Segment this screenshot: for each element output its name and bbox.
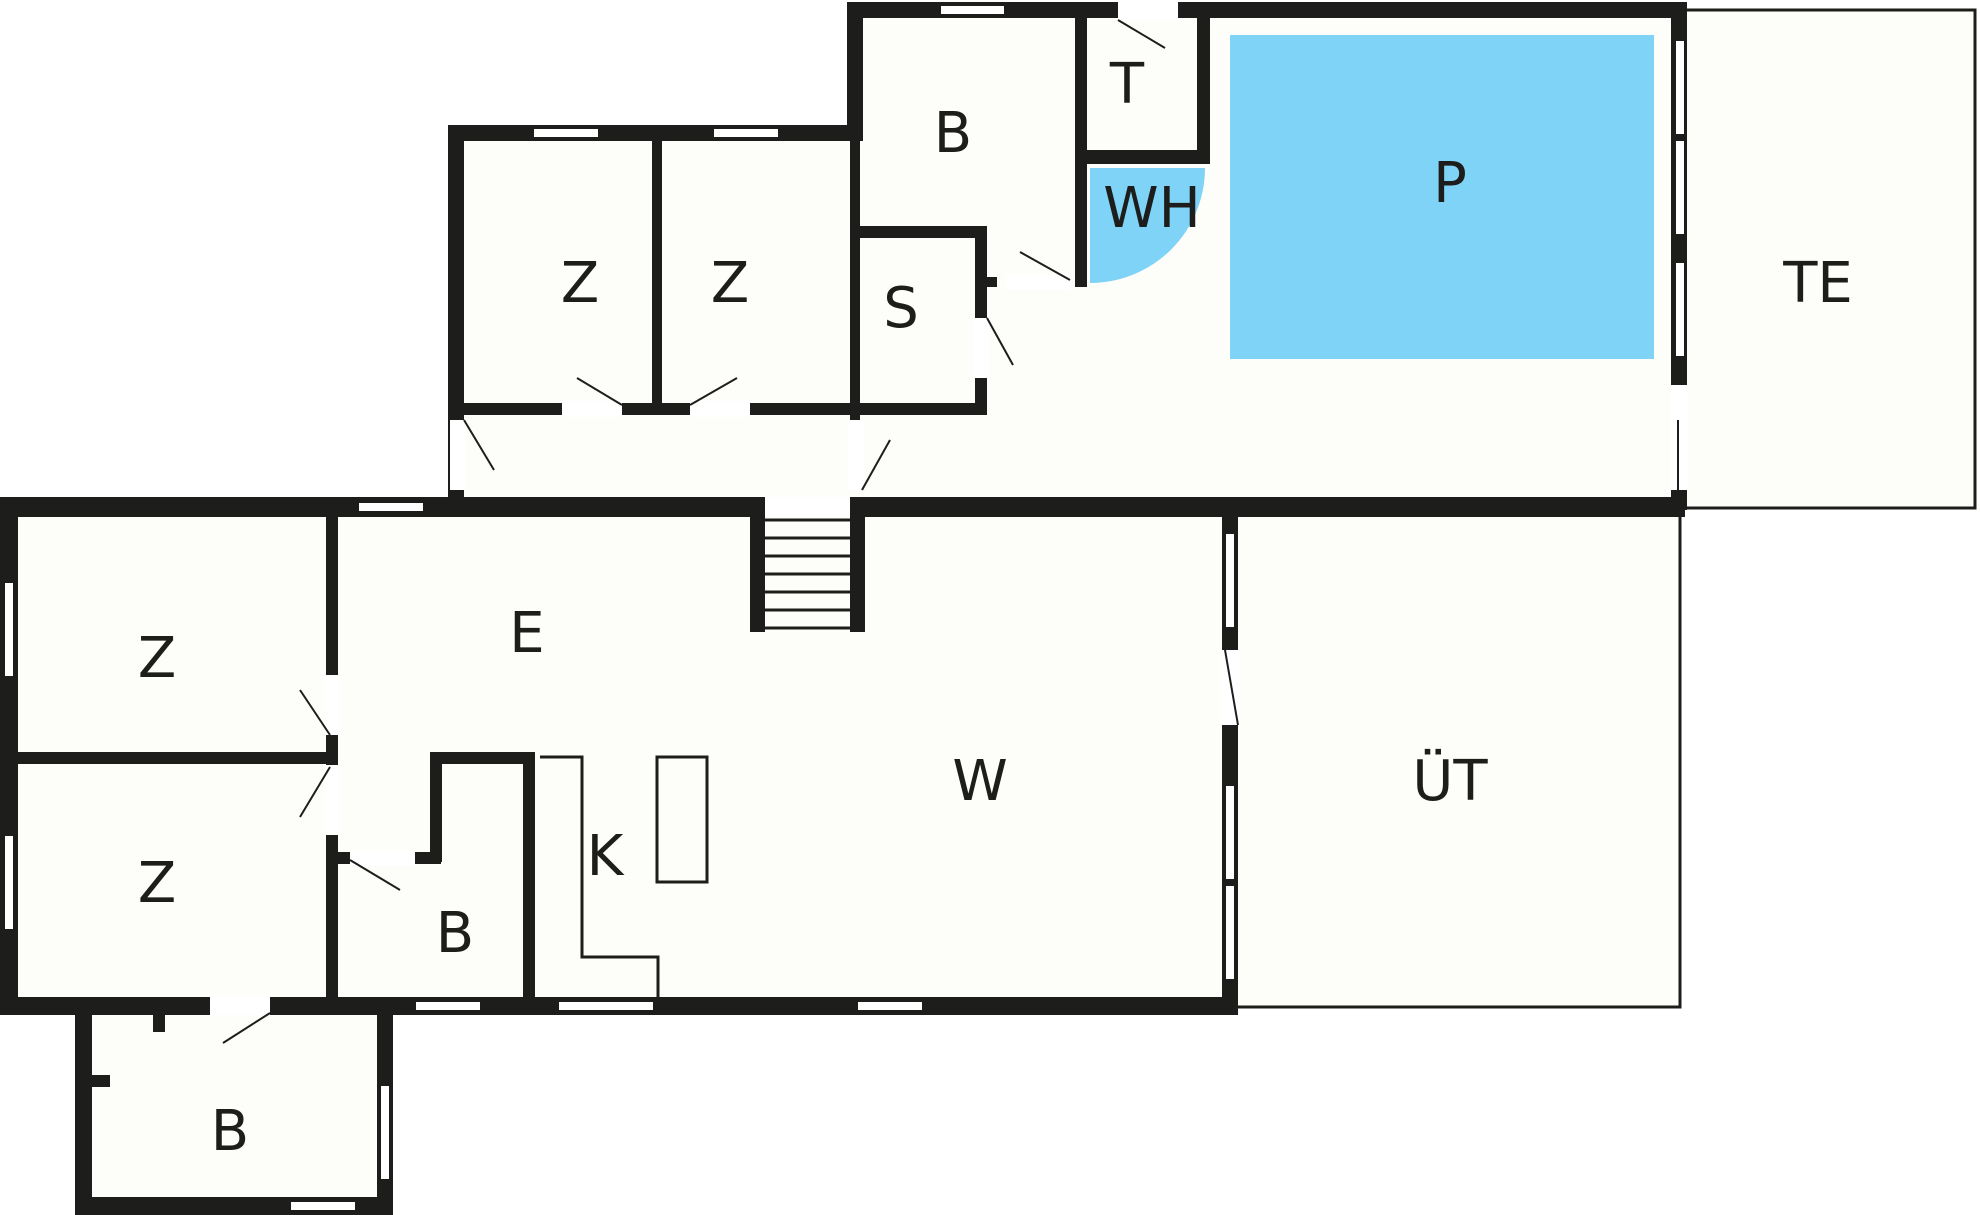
room-label-z-left-upper: Z: [138, 626, 176, 691]
door-openings: [210, 0, 1688, 1015]
room-label-p: P: [1433, 151, 1467, 216]
pool: [1230, 35, 1654, 359]
room-label-b-bottom: B: [211, 1099, 249, 1164]
kitchen-island: [655, 755, 709, 884]
whirlpool: [1090, 168, 1205, 283]
door-swings: [222, 19, 1679, 1044]
stairs: [765, 518, 850, 630]
room-label-z-top-left: Z: [561, 251, 599, 316]
room-labels: Z Z B T S WH P TE Z Z E W K B B ÜT: [138, 52, 1853, 1164]
room-label-b-top: B: [934, 101, 972, 166]
room-label-ut: ÜT: [1412, 749, 1488, 814]
room-label-s: S: [883, 276, 919, 341]
room-label-z-top-right: Z: [711, 251, 749, 316]
room-label-b-middle: B: [436, 901, 474, 966]
room-label-w: W: [952, 749, 1007, 814]
room-label-wh: WH: [1103, 176, 1200, 241]
terrace-floor: [1685, 10, 1975, 508]
room-label-e: E: [509, 601, 544, 666]
room-label-t: T: [1109, 52, 1145, 117]
covered-terrace-floor: [1235, 507, 1680, 1007]
room-label-te: TE: [1782, 251, 1853, 316]
room-label-z-left-lower: Z: [138, 851, 176, 916]
windows: [3, 4, 1686, 1212]
thin-outlines: [540, 8, 1977, 1009]
room-label-k: K: [587, 824, 625, 889]
